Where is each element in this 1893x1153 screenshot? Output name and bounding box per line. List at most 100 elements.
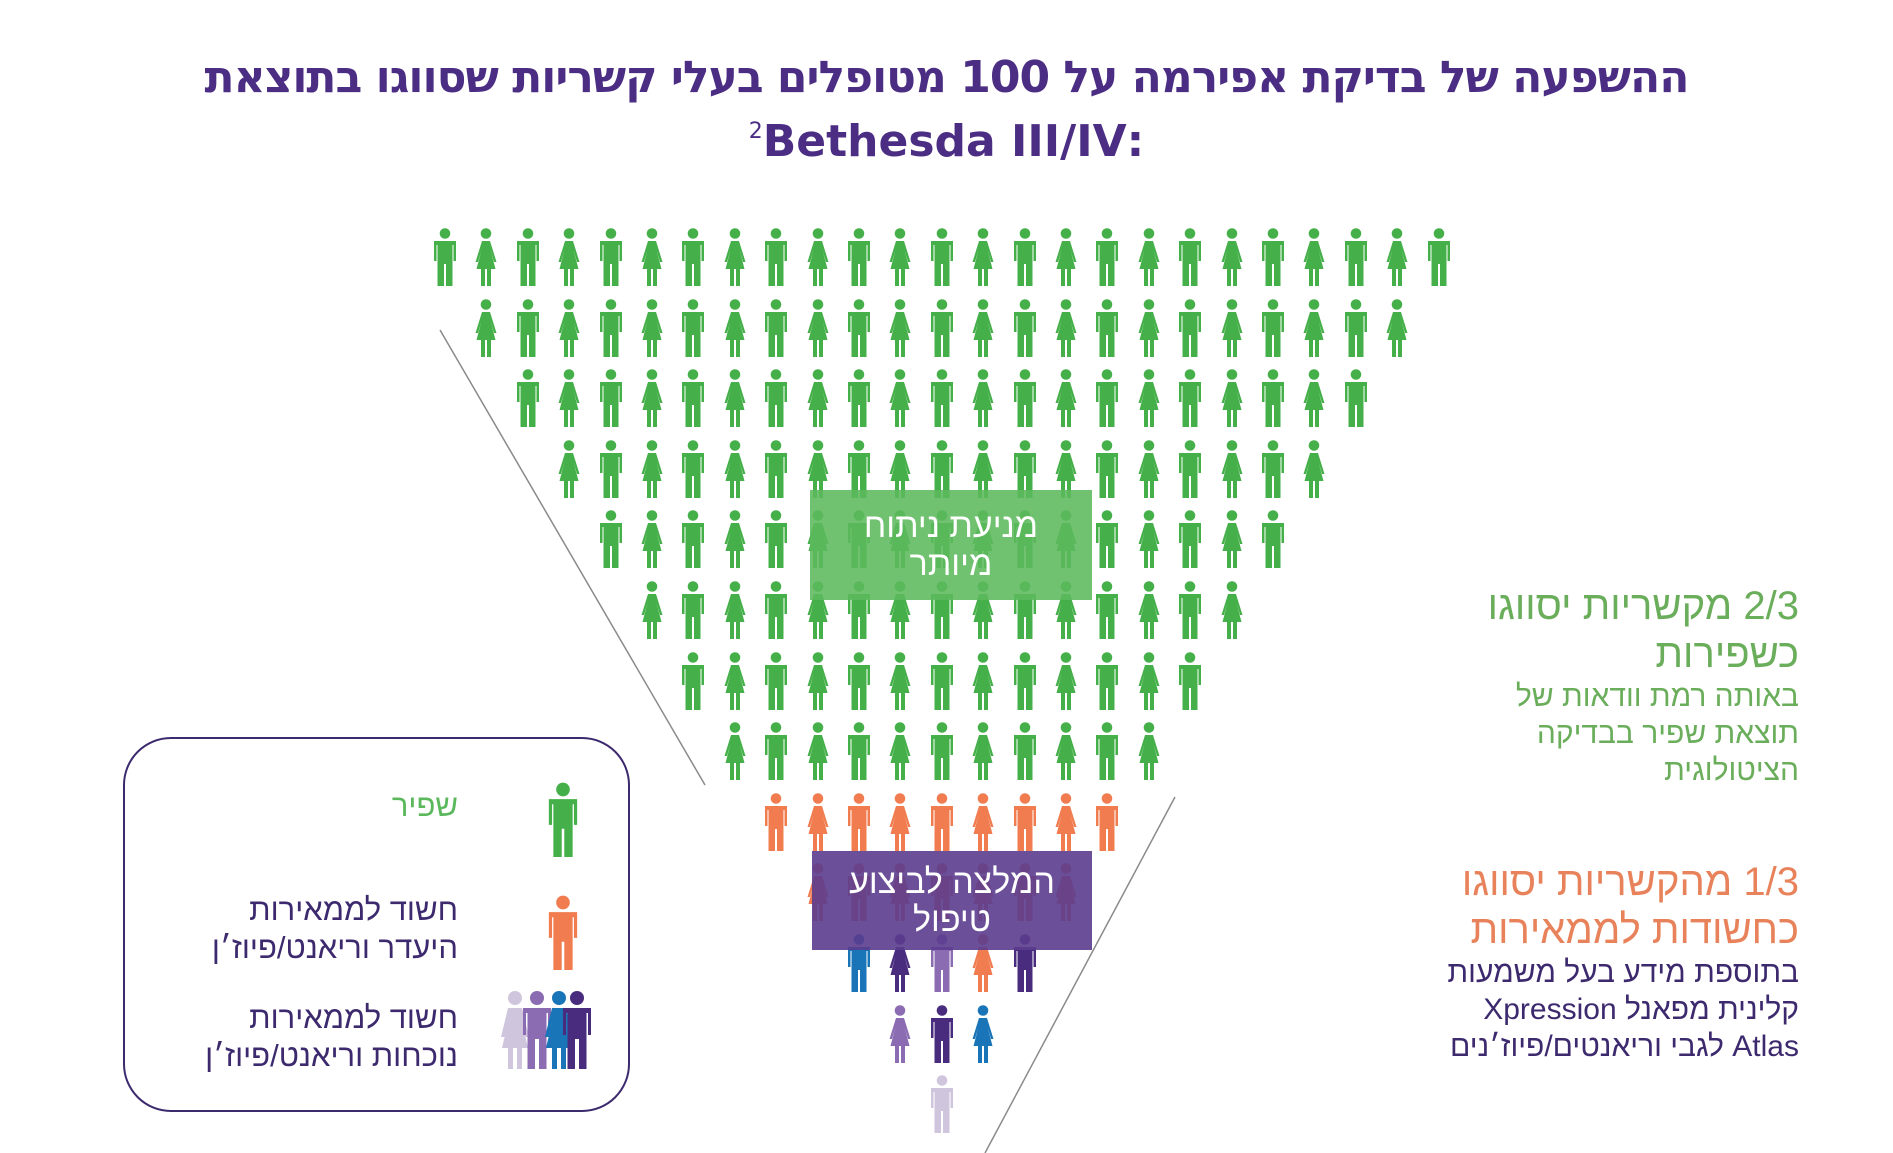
suspicious-absent-figure-icon: [545, 894, 581, 979]
male-figure-icon: [845, 369, 873, 429]
female-figure-icon: [969, 1004, 997, 1065]
male-figure-icon: [1093, 581, 1121, 641]
male-figure-icon: [1342, 298, 1370, 359]
female-figure-icon: [969, 792, 997, 853]
benign-figure-icon: [545, 781, 581, 866]
male-figure-icon: [1176, 369, 1204, 429]
female-figure-icon: [721, 228, 749, 288]
benign-note-head1: 2/3 מקשריות יסווגו: [1487, 584, 1799, 628]
male-figure-icon: [762, 792, 790, 853]
female-figure-icon: [638, 228, 666, 288]
female-figure-icon: [1300, 228, 1328, 288]
footnote-ref: 2: [748, 119, 763, 144]
female-figure-icon: [721, 369, 749, 429]
female-figure-icon: [1218, 298, 1246, 359]
avoid-surgery-label: מניעת ניתוח מיותר: [810, 490, 1092, 600]
male-figure-icon: [928, 792, 956, 853]
male-figure-icon: [679, 510, 707, 570]
male-figure-icon: [1011, 722, 1039, 782]
female-figure-icon: [1218, 369, 1246, 429]
female-figure-icon: [886, 722, 914, 782]
female-figure-icon: [1052, 228, 1080, 288]
female-figure-icon: [969, 722, 997, 782]
male-figure-icon: [1259, 228, 1287, 288]
female-figure-icon: [638, 369, 666, 429]
female-figure-icon: [555, 369, 583, 429]
page-title: ההשפעה של בדיקת אפירמה על 100 מטופלים בע…: [204, 52, 1690, 103]
suspicious-note-head1: 1/3 מהקשריות יסווגו: [1461, 860, 1799, 904]
male-figure-icon: [1176, 298, 1204, 359]
female-figure-icon: [969, 228, 997, 288]
female-figure-icon: [721, 298, 749, 359]
suspicious-note-sub1: בתוספת מידע בעל משמעות: [1447, 956, 1799, 989]
male-figure-icon: [928, 369, 956, 429]
female-figure-icon: [804, 298, 832, 359]
male-figure-icon: [1342, 369, 1370, 429]
suspicious-note-sub3: Atlas לגבי וריאנטים/פיוז׳נים: [1449, 1030, 1799, 1063]
female-figure-icon: [804, 369, 832, 429]
female-figure-icon: [1300, 369, 1328, 429]
female-figure-icon: [555, 439, 583, 500]
legend-absent-line2: היעדר וריאנט/פיוז׳ן: [211, 930, 458, 965]
male-figure-icon: [597, 228, 625, 288]
female-figure-icon: [1135, 298, 1163, 359]
suspicious-present-group-icon: [497, 991, 593, 1071]
male-figure-icon: [1176, 228, 1204, 288]
page-subtitle: :2Bethesda III/IV: [0, 116, 1893, 167]
female-figure-icon: [969, 369, 997, 429]
male-figure-icon: [1259, 510, 1287, 570]
male-figure-icon: [762, 439, 790, 500]
female-figure-icon: [969, 298, 997, 359]
male-figure-icon: [928, 722, 956, 782]
female-figure-icon: [1135, 439, 1163, 500]
benign-note-sub1: באותה רמת וודאות של: [1515, 680, 1799, 713]
male-figure-icon: [762, 651, 790, 712]
suspicious-note-head2: כחשודות לממאירות: [1470, 908, 1799, 952]
legend-label-benign: שפיר: [392, 787, 458, 825]
female-figure-icon: [886, 1004, 914, 1065]
female-figure-icon: [1052, 722, 1080, 782]
female-figure-icon: [1383, 228, 1411, 288]
legend: שפיר חשוד לממאירות היעדר וריאנט/פיוז׳ן ח…: [123, 737, 630, 1112]
female-figure-icon: [472, 228, 500, 288]
female-figure-icon: [886, 298, 914, 359]
benign-note-sub3: הציטולוגית: [1664, 754, 1799, 787]
female-figure-icon: [804, 228, 832, 288]
female-figure-icon: [1383, 298, 1411, 359]
male-figure-icon: [1093, 510, 1121, 570]
male-figure-icon: [845, 228, 873, 288]
male-figure-icon: [762, 369, 790, 429]
male-figure-icon: [1342, 228, 1370, 288]
female-figure-icon: [1052, 651, 1080, 712]
male-figure-icon: [679, 228, 707, 288]
male-figure-icon: [1093, 439, 1121, 500]
female-figure-icon: [804, 722, 832, 782]
male-figure-icon: [928, 1075, 956, 1135]
male-figure-icon: [845, 722, 873, 782]
female-figure-icon: [721, 722, 749, 782]
female-figure-icon: [1300, 298, 1328, 359]
male-figure-icon: [1176, 651, 1204, 712]
male-figure-icon: [928, 651, 956, 712]
female-figure-icon: [1218, 439, 1246, 500]
female-figure-icon: [638, 298, 666, 359]
male-figure-icon: [1011, 228, 1039, 288]
female-figure-icon: [721, 439, 749, 500]
male-figure-icon: [1259, 439, 1287, 500]
female-figure-icon: [1218, 228, 1246, 288]
male-figure-icon: [928, 228, 956, 288]
female-figure-icon: [969, 651, 997, 712]
female-figure-icon: [969, 439, 997, 500]
female-figure-icon: [1218, 510, 1246, 570]
male-figure-icon: [679, 369, 707, 429]
male-figure-icon: [845, 298, 873, 359]
male-figure-icon: [1176, 510, 1204, 570]
male-figure-icon: [597, 510, 625, 570]
male-figure-icon: [762, 722, 790, 782]
treatment-recommended-label: המלצה לביצוע טיפול: [812, 851, 1092, 950]
suspicious-note: 1/3 מהקשריות יסווגו כחשודות לממאירות בתו…: [1447, 858, 1799, 1065]
legend-label-suspicious-absent: חשוד לממאירות היעדר וריאנט/פיוז׳ן: [212, 891, 458, 967]
male-figure-icon: [431, 228, 459, 288]
male-figure-icon: [1093, 651, 1121, 712]
male-figure-icon: [762, 298, 790, 359]
